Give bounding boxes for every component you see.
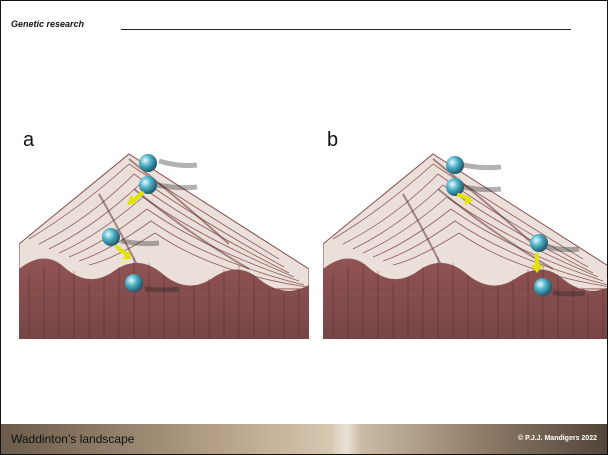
landscape-a-illustration (19, 149, 309, 349)
header-rule (121, 29, 571, 30)
page-title: Genetic research (11, 19, 84, 29)
footer-bar: Waddinton’s landscape © P.J.J. Mandigers… (1, 424, 608, 454)
header-bar: Genetic research (11, 19, 571, 33)
footer-book-image (331, 424, 361, 454)
footer-title: Waddinton’s landscape (11, 432, 134, 446)
footer-copyright: © P.J.J. Mandigers 2022 (518, 435, 597, 442)
ball-a-1 (139, 154, 197, 172)
landscape-b-illustration (323, 149, 608, 349)
ball-b-1 (446, 156, 501, 174)
